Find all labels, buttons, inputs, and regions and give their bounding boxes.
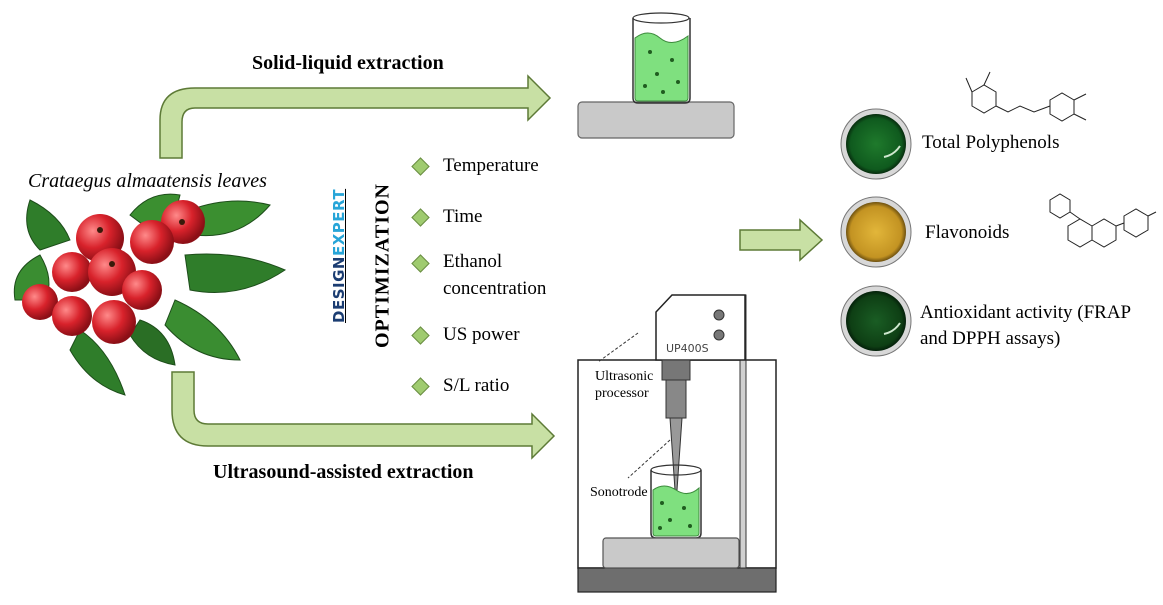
beaker-solid-liquid	[632, 12, 691, 104]
result-label-antioxidant: Antioxidant activity (FRAP and DPPH assa…	[920, 302, 1131, 349]
diamond-bullet-icon	[411, 208, 430, 227]
diamond-bullet-icon	[411, 377, 430, 396]
factor-item: Time	[411, 206, 483, 228]
factor-item: Ethanol concentration	[411, 251, 569, 302]
diamond-bullet-icon	[411, 254, 430, 273]
factor-item: Temperature	[411, 155, 539, 177]
factor-label: US power	[443, 324, 520, 345]
logo-part-expert: EXPERT	[330, 188, 348, 257]
design-expert-logo: DESIGNEXPERT	[330, 189, 348, 323]
factor-label: Time	[443, 206, 483, 227]
logo-part-design: DESIGN	[330, 256, 348, 323]
flavonoid-structure	[1049, 193, 1157, 248]
sonotrode-label: Sonotrode	[590, 485, 648, 500]
diamond-bullet-icon	[411, 157, 430, 176]
factor-label: Temperature	[443, 155, 539, 176]
hawthorn-leaves-image	[13, 193, 287, 396]
processor-label: Ultrasonic processor	[595, 369, 654, 401]
chlorogenic-acid-structure	[965, 71, 1087, 122]
arrow-to-results	[739, 218, 824, 262]
arrow-to-solid-liquid	[159, 74, 552, 159]
result-label-flavonoids: Flavonoids	[925, 222, 1010, 243]
diamond-bullet-icon	[411, 326, 430, 345]
top-method-title: Solid-liquid extraction	[252, 52, 444, 74]
factor-label: Ethanol concentration	[443, 251, 547, 299]
result-dish-flavonoids	[840, 196, 912, 268]
result-dish-polyphenols	[840, 108, 912, 180]
arrow-to-ultrasound	[171, 371, 556, 460]
device-label: UP400S	[666, 342, 709, 355]
factor-item: US power	[411, 324, 520, 346]
result-label-polyphenols: Total Polyphenols	[922, 132, 1060, 153]
heating-plate	[577, 101, 735, 139]
result-dish-antioxidant	[840, 285, 912, 357]
ultrasonic-apparatus	[577, 294, 777, 593]
source-label: Crataegus almaatensis leaves	[28, 170, 267, 192]
optimization-title: OPTIMIZATION	[371, 183, 394, 348]
factor-item: S/L ratio	[411, 375, 510, 397]
factor-label: S/L ratio	[443, 375, 510, 396]
bottom-method-title: Ultrasound-assisted extraction	[213, 461, 474, 483]
